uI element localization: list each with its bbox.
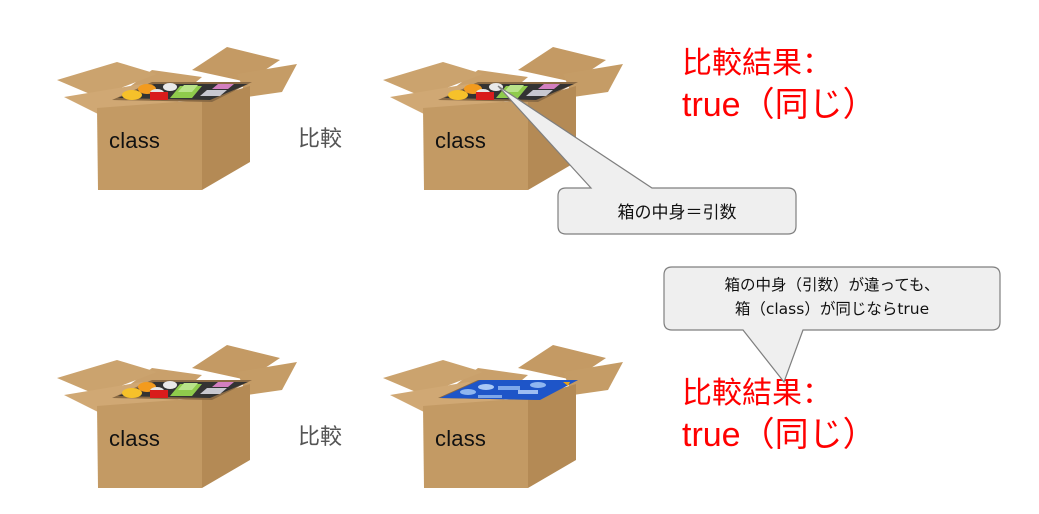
result-heading: 比較結果： [682,46,832,81]
callout-text-1: 箱の中身＝引数 [617,203,737,223]
result-value: true（同じ） [682,416,877,454]
compare-label: 比較 [298,127,343,152]
callout-text-2: 箱の中身（引数）が違っても、 箱（class）が同じならtrue [664,273,1000,321]
cardboard-box-icon [57,47,297,190]
box-label: class [109,128,161,153]
result-value: true（同じ） [682,86,877,124]
result-heading: 比較結果： [682,376,832,411]
result-row2: 比較結果： true（同じ） [682,374,877,456]
compare-label: 比較 [298,425,343,450]
left-box-row2: class [52,340,302,490]
cardboard-box-icon [57,345,297,488]
cardboard-box-icon [383,47,623,190]
box-label: class [435,426,487,451]
right-box-row2: class [378,340,628,490]
callout-line-2: 箱（class）が同じならtrue [734,300,930,318]
left-box-row1: class [52,42,302,192]
result-row1: 比較結果： true（同じ） [682,44,877,126]
box-label: class [109,426,161,451]
box-label: class [435,128,487,153]
cardboard-box-blue-icon [383,345,623,488]
right-box-row1: class [378,42,628,192]
callout-line-1: 箱の中身（引数）が違っても、 [724,276,940,294]
